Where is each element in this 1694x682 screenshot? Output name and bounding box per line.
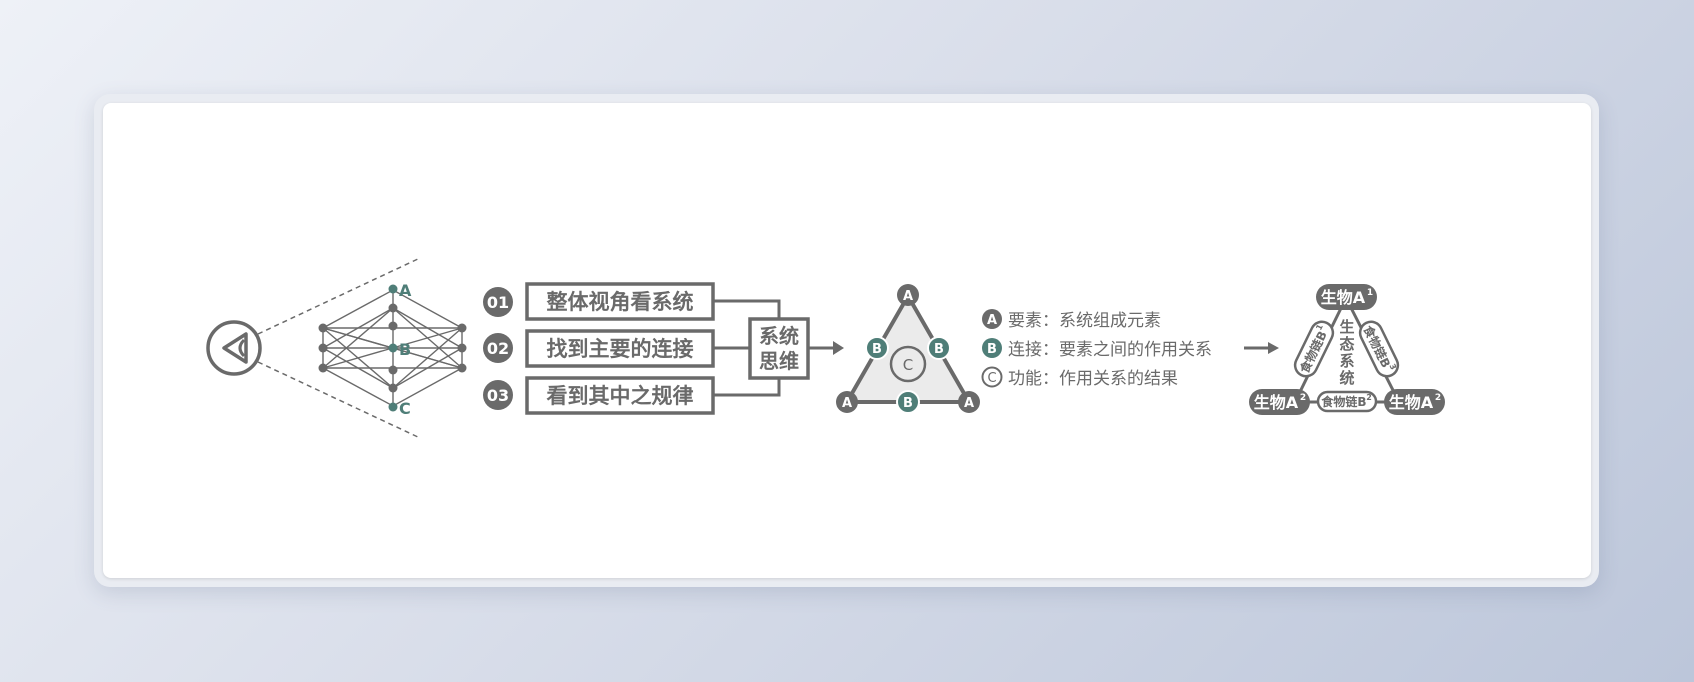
step-text: 找到主要的连接 [547, 337, 694, 361]
step-number: 03 [487, 386, 509, 405]
triangle-model: C A A A B B B [836, 284, 980, 414]
svg-text:系: 系 [1339, 352, 1354, 370]
eco-node-top: 生物A 1 [1316, 284, 1377, 310]
step-text: 整体视角看系统 [547, 290, 694, 314]
svg-text:2: 2 [1435, 393, 1441, 403]
svg-text:生物A: 生物A [1389, 393, 1434, 412]
step-number: 02 [487, 339, 509, 358]
legend-text: 连接：要素之间的作用关系 [1008, 340, 1212, 360]
svg-text:生物A: 生物A [1254, 393, 1299, 412]
eco-node-left: 生物A 2 [1249, 389, 1310, 415]
merge-box-line2: 思维 [759, 349, 799, 373]
legend: A 要素：系统组成元素 B 连接：要素之间的作用关系 C 功能：作用关系的结果 [981, 309, 1212, 389]
view-cone [257, 257, 421, 439]
svg-text:3: 3 [1387, 362, 1398, 371]
legend-letter: B [987, 342, 997, 357]
triangle-node-top: A [903, 289, 913, 304]
arrow-to-ecosystem [1244, 342, 1279, 354]
svg-text:2: 2 [1366, 393, 1372, 402]
svg-text:1: 1 [1314, 322, 1325, 331]
eye-icon [206, 320, 262, 376]
triangle-node-left: A [842, 396, 852, 411]
legend-text: 功能：作用关系的结果 [1008, 369, 1178, 389]
triangle-edge-bottom: B [903, 396, 913, 411]
triangle-node-right: A [964, 396, 974, 411]
ecosystem-diagram: 食物链B 1 食物链B 3 食物链B 2 生物A 1 生物A 2 [1249, 284, 1445, 415]
legend-item-elements: A 要素：系统组成元素 [982, 309, 1161, 331]
legend-text: 要素：系统组成元素 [1008, 311, 1161, 331]
eco-chain-left: 食物链B 1 [1293, 320, 1335, 378]
svg-text:态: 态 [1339, 335, 1354, 353]
svg-text:生: 生 [1339, 318, 1354, 336]
network-nodes [318, 284, 467, 412]
triangle-center-c: C [903, 356, 913, 374]
eco-chain-right: 食物链B 3 [1358, 320, 1400, 378]
svg-text:食物链B: 食物链B [1320, 394, 1366, 409]
eco-center-label: 生 态 系 统 [1339, 318, 1354, 387]
diagram-card [103, 103, 1591, 578]
eco-node-right: 生物A 2 [1384, 389, 1445, 415]
merge-bracket [713, 299, 781, 397]
merge-box: 系统 思维 [748, 317, 810, 380]
svg-text:1: 1 [1367, 288, 1373, 298]
step-3: 03 看到其中之规律 [483, 376, 715, 415]
triangle-edge-left: B [872, 342, 882, 357]
legend-item-connections: B 连接：要素之间的作用关系 [982, 338, 1212, 360]
step-number: 01 [487, 293, 509, 312]
step-2: 02 找到主要的连接 [483, 329, 715, 368]
svg-text:生物A: 生物A [1321, 288, 1366, 307]
legend-letter: A [987, 313, 997, 328]
legend-item-function: C 功能：作用关系的结果 [981, 366, 1178, 389]
legend-letter: C [987, 371, 996, 386]
lens-label-b: B [399, 340, 411, 359]
triangle-edge-right: B [934, 342, 944, 357]
svg-text:2: 2 [1300, 393, 1306, 403]
lens-label-c: C [399, 399, 411, 418]
step-1: 01 整体视角看系统 [483, 282, 715, 321]
step-text: 看到其中之规律 [547, 384, 694, 408]
lens-label-a: A [399, 281, 412, 300]
arrow-to-triangle [808, 341, 844, 355]
eco-chain-bottom: 食物链B 2 [1316, 390, 1378, 413]
merge-box-line1: 系统 [759, 324, 799, 348]
svg-text:统: 统 [1339, 369, 1354, 387]
